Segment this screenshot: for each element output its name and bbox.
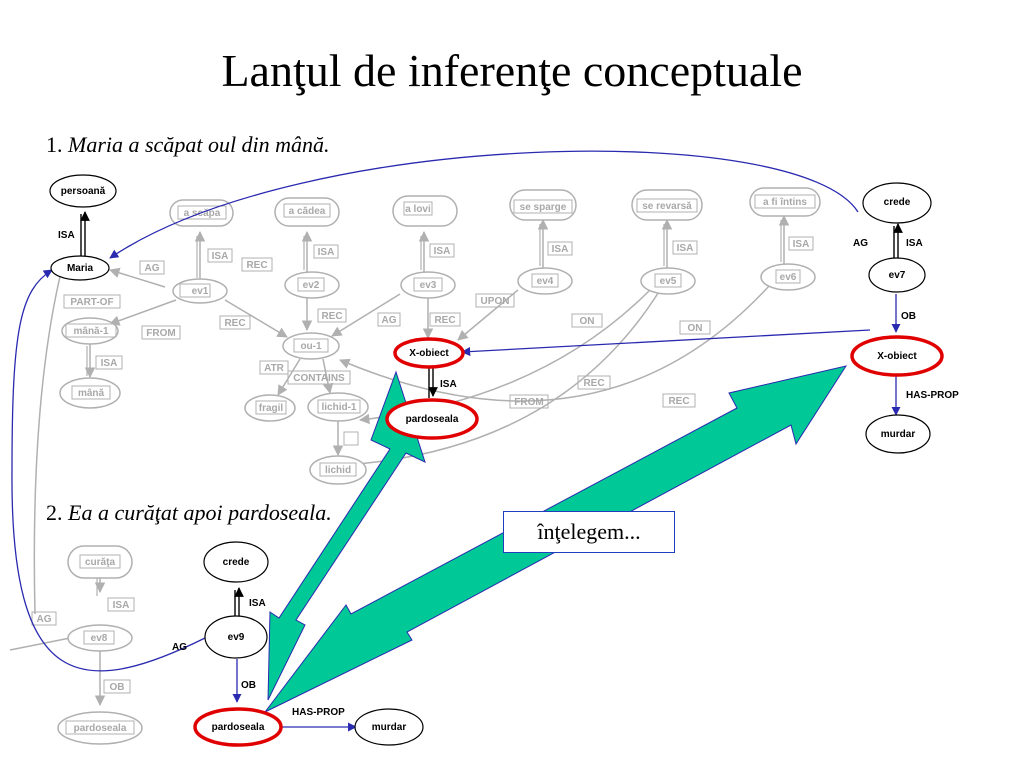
edge-isa-maria: ISA	[58, 230, 75, 241]
callout-text: înţelegem...	[537, 519, 641, 544]
node-pardoseala-1	[385, 398, 479, 440]
callout-box: înţelegem...	[503, 511, 675, 553]
edge-rec-ev1-ou: REC	[224, 318, 245, 329]
label-ev6: ev6	[780, 272, 797, 283]
sentence-1: 1. Maria a scăpat oul din mână.	[46, 132, 330, 158]
node-x-obiect-1	[393, 337, 465, 369]
edge-ag-ev1: AG	[145, 263, 160, 274]
sentence-1-number: 1.	[46, 132, 68, 157]
label-ou1: ou-1	[300, 341, 322, 352]
label-ev4: ev4	[537, 276, 554, 287]
edge-isa-ev7: ISA	[906, 238, 923, 249]
node-maria	[50, 255, 110, 281]
label-se-revarsa: se revarsă	[642, 201, 692, 212]
node-persoana	[49, 174, 117, 208]
edge-isa-ev1: ISA	[212, 251, 229, 262]
label-ev2: ev2	[303, 280, 320, 291]
label-persoana: persoană	[61, 186, 106, 197]
label-murdar-9: murdar	[372, 722, 407, 733]
edge-atr: ATR	[264, 363, 285, 374]
label-x-obiect-1: X-obiect	[409, 348, 449, 359]
label-maria: Maria	[67, 263, 94, 274]
label-crede-9: crede	[223, 557, 250, 568]
edge-ag-ev9: AG	[172, 642, 187, 653]
node-pardoseala-9	[193, 707, 283, 747]
node-ev9	[204, 615, 268, 659]
edge-ag-ev8: AG	[37, 614, 52, 625]
label-ev1: ev1	[192, 286, 209, 297]
node-a-cadea	[274, 197, 340, 227]
page-title: Lanţul de inferenţe conceptuale	[221, 45, 803, 96]
label-pardoseala-9: pardoseala	[212, 722, 265, 733]
sentence-2: 2. Ea a curăţat apoi pardoseala.	[46, 500, 332, 526]
edge-isa-mana: ISA	[101, 358, 118, 369]
edge-isa-x-obiect: ISA	[440, 379, 457, 390]
label-se-sparge: se sparge	[520, 202, 567, 213]
label-curata: curăţa	[85, 557, 115, 568]
sentence-1-text: Maria a scăpat oul din mână.	[68, 132, 330, 157]
label-a-fi-intins: a fi întins	[763, 197, 807, 208]
label-pardoseala8: pardoseala	[74, 723, 127, 734]
edge-from: FROM	[146, 328, 175, 339]
green-arrow-left	[267, 370, 426, 701]
edge-ob-ev9: OB	[241, 680, 256, 691]
edge-ob-ev7: OB	[901, 311, 916, 322]
sentence-2-number: 2.	[46, 500, 68, 525]
edge-isa-ev6: ISA	[793, 239, 810, 250]
label-mana: mână	[78, 388, 105, 399]
node-ev6	[760, 263, 816, 291]
node-murdar-9	[354, 708, 424, 746]
edge-ag-ev7: AG	[853, 238, 868, 249]
sentence-2-text: Ea a curăţat apoi pardoseala.	[68, 500, 332, 525]
node-ev7	[868, 257, 926, 293]
edge-on-ev5: ON	[580, 316, 595, 327]
label-a-scapa: a scăpa	[184, 208, 221, 219]
edge-rec-ev5: REC	[583, 378, 604, 389]
edge-isa-ev9: ISA	[249, 598, 266, 609]
edge-has-prop-9: HAS-PROP	[292, 707, 345, 718]
edge-rec-ev6: REC	[668, 396, 689, 407]
edge-rec-ev2: REC	[321, 311, 342, 322]
edge-has-prop-7: HAS-PROP	[906, 390, 959, 401]
label-murdar-7: murdar	[881, 429, 916, 440]
node-murdar-7	[865, 414, 931, 454]
node-x-obiect-2	[850, 335, 944, 377]
edge-isa-ev8: ISA	[113, 600, 130, 611]
label-a-cadea: a cădea	[289, 206, 326, 217]
label-x-obiect-2: X-obiect	[877, 351, 917, 362]
edge-isa-ev2: ISA	[318, 247, 335, 258]
label-lichid: lichid	[325, 465, 351, 476]
label-lichid1: lichid-1	[321, 402, 356, 413]
label-ev9: ev9	[228, 632, 245, 643]
node-crede-9	[203, 541, 269, 583]
edge-part-of: PART-OF	[70, 297, 113, 308]
node-crede-7	[862, 182, 932, 224]
edge-rec-ev1: REC	[246, 260, 267, 271]
label-a-lovi: a lovi	[405, 204, 431, 215]
node-pardoseala8	[57, 711, 143, 745]
edge-contains: CONTAINS	[293, 373, 345, 384]
edge-isa-ev3: ISA	[434, 246, 451, 257]
edge-ob-ev8: OB	[110, 682, 125, 693]
edge-ag-ev3: AG	[382, 315, 397, 326]
node-a-lovi	[392, 195, 458, 227]
label-crede-7: crede	[884, 197, 911, 208]
label-ev5: ev5	[660, 276, 677, 287]
label-fragil: fragil	[259, 403, 284, 414]
label-mana1: mână-1	[73, 326, 108, 337]
label-pardoseala-1: pardoseala	[406, 414, 459, 425]
node-curata	[67, 545, 133, 579]
label-ev7: ev7	[889, 270, 906, 281]
edge-rec-ev3: REC	[434, 315, 455, 326]
edge-from-ev5: FROM	[514, 397, 543, 408]
edge-isa-ev4: ISA	[552, 244, 569, 255]
edge-upon: UPON	[481, 296, 510, 307]
label-ev8: ev8	[91, 633, 108, 644]
label-ev3: ev3	[420, 280, 437, 291]
edge-on-ev6: ON	[688, 323, 703, 334]
edge-isa-ev5: ISA	[677, 243, 694, 254]
